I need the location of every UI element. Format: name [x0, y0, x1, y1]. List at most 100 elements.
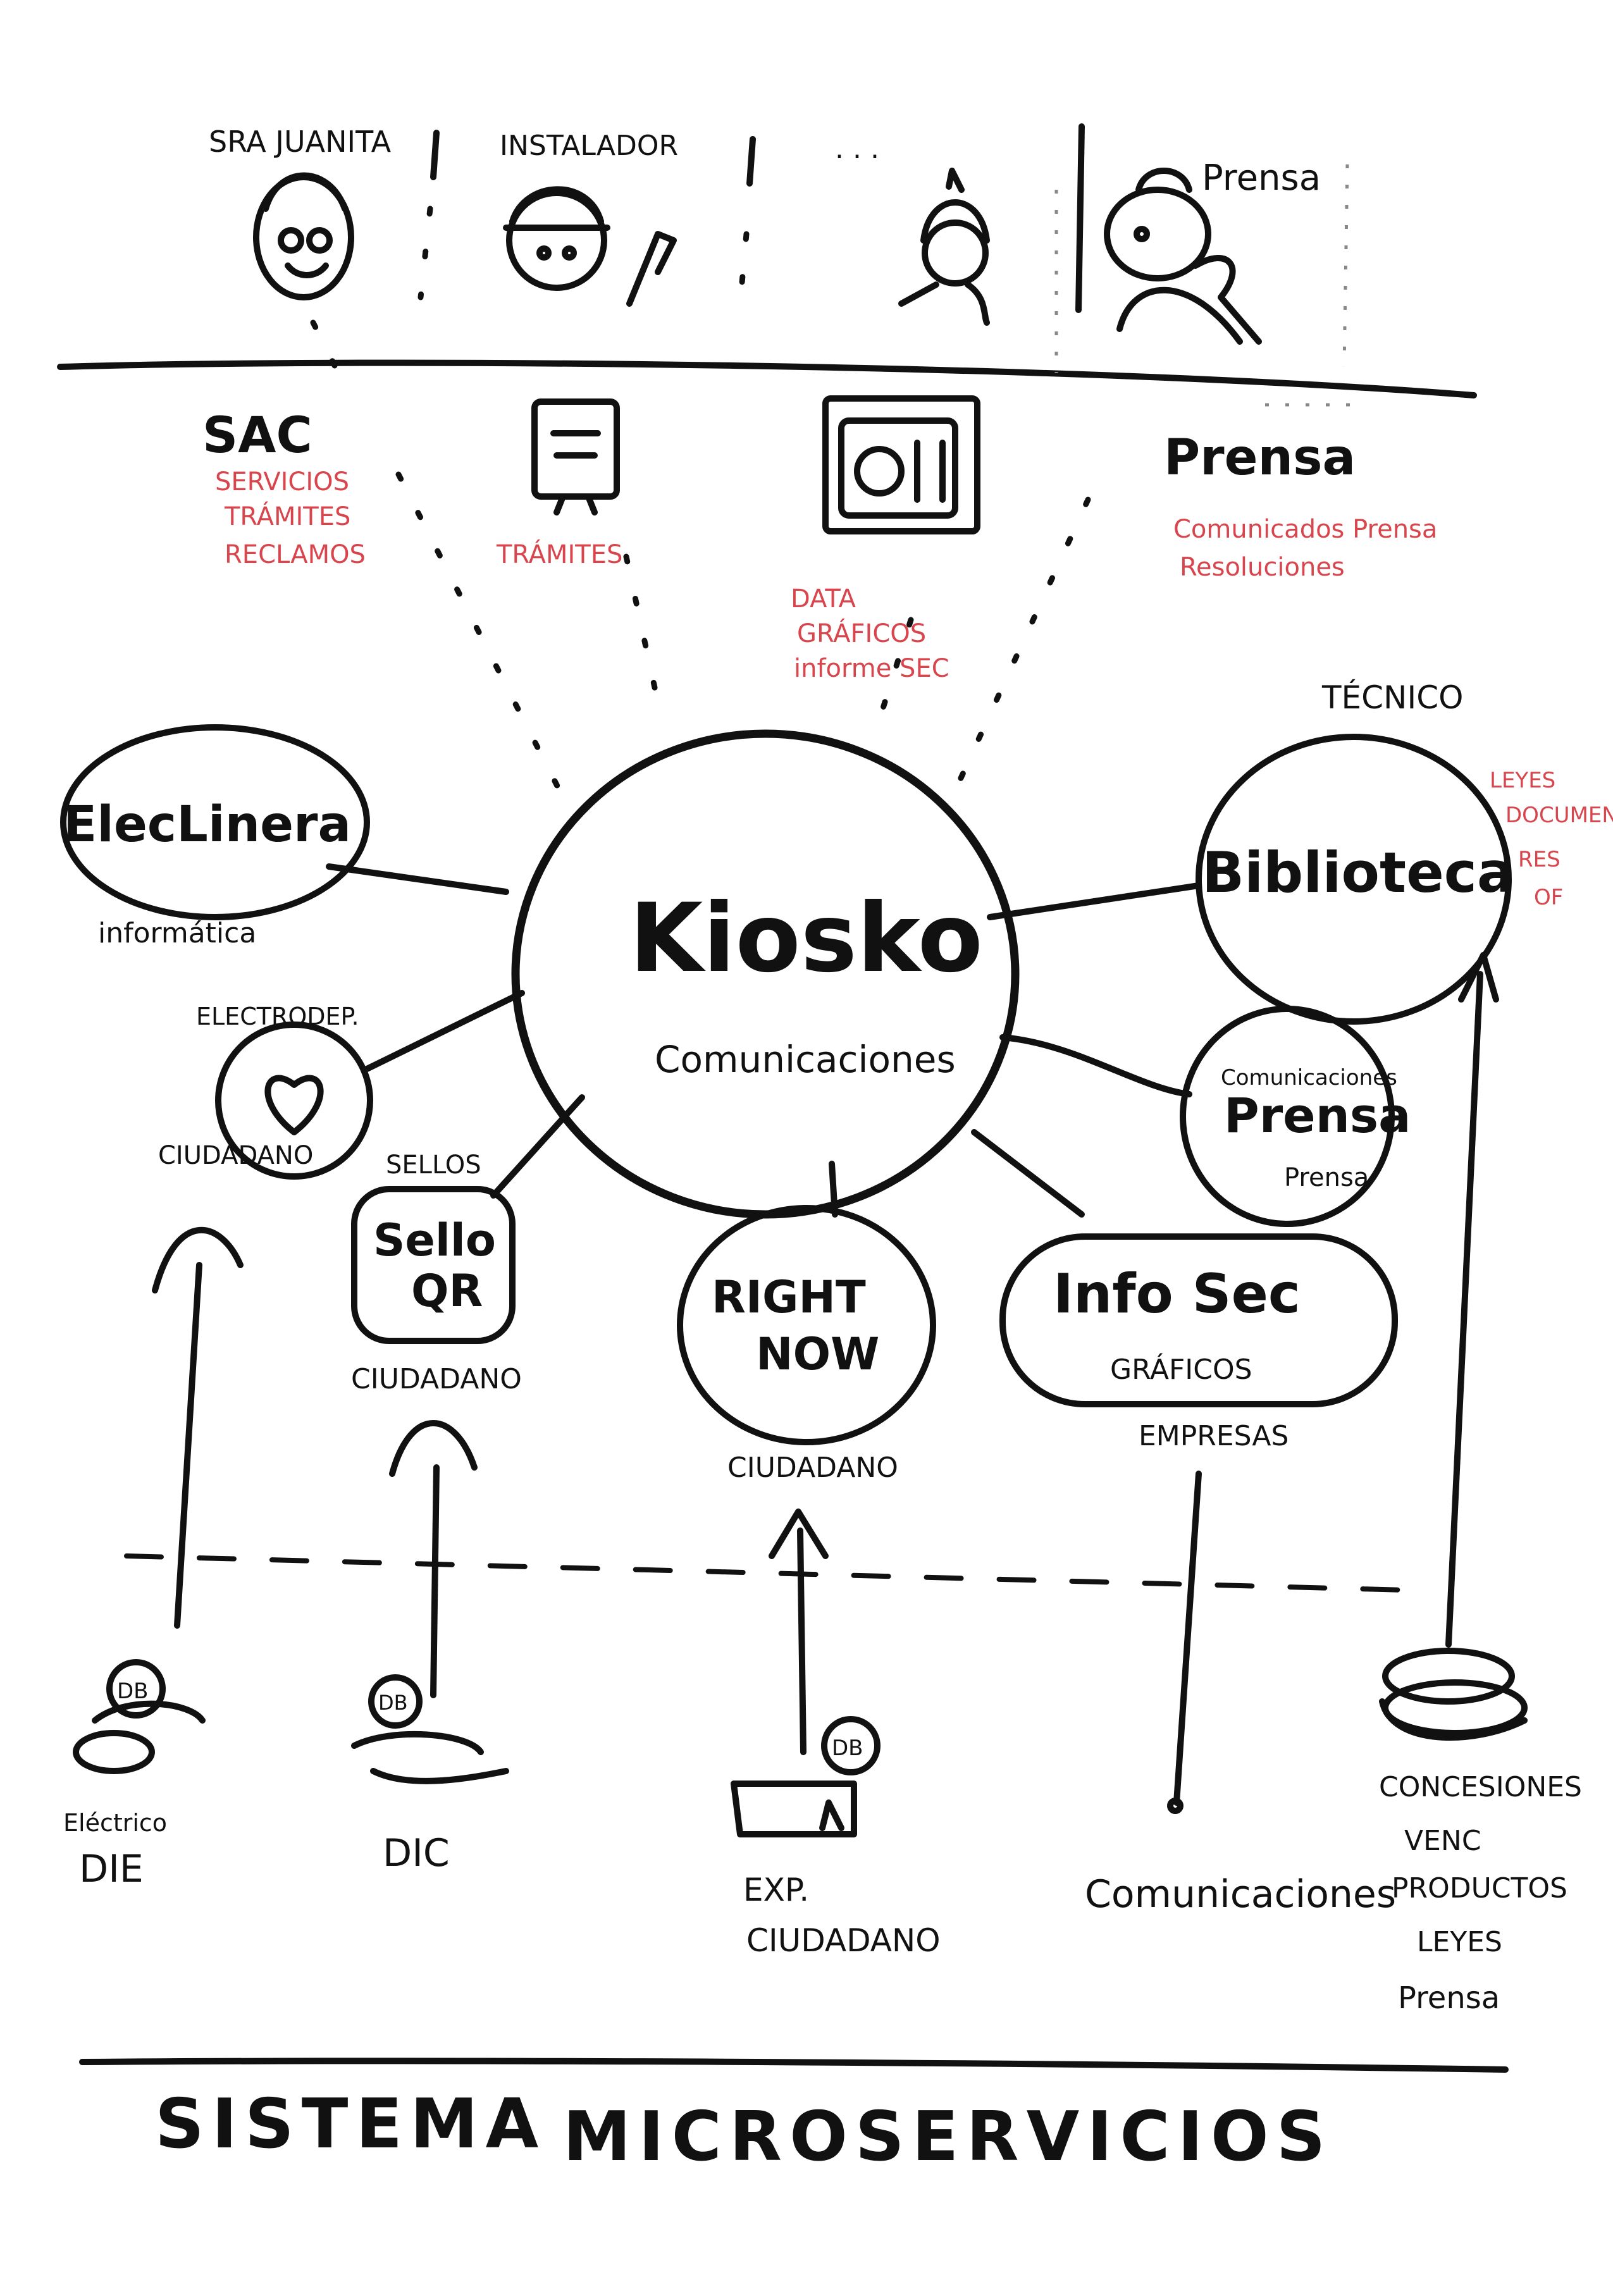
link-sac-kiosko	[395, 471, 572, 813]
service-info-sec[interactable]: Info Sec GRÁFICOS EMPRESAS	[999, 1233, 1398, 1452]
service-sello-top: SELLOS	[386, 1151, 481, 1180]
database-separator-line	[124, 1553, 1432, 1593]
service-electrolinera-label: ElecLinera	[63, 796, 351, 853]
arrow-db5-head	[1458, 952, 1499, 1003]
arrow-db5-up	[1445, 971, 1483, 1648]
service-prensa[interactable]: Comunicaciones Prensa Prensa	[1180, 1006, 1411, 1227]
database-comunicaciones[interactable]: Comunicaciones	[1085, 1798, 1396, 1916]
arrow-db1-up	[174, 1262, 202, 1629]
database-die-label-1: Eléctrico	[63, 1809, 167, 1837]
service-right-now-label-1: RIGHT	[712, 1271, 866, 1323]
service-info-sec-gr: GRÁFICOS	[1110, 1352, 1252, 1386]
channel-data-note-3: informe SEC	[794, 654, 949, 683]
actor-instalador: INSTALADOR	[500, 130, 678, 307]
arrow-db3-up	[797, 1528, 806, 1755]
link-biblioteca-kiosko	[987, 882, 1202, 920]
database-concesiones-label-3: PRODUCTOS	[1392, 1872, 1567, 1904]
database-dic-label: DIC	[383, 1831, 450, 1875]
channel-tramites-note: TRÁMITES	[496, 539, 622, 569]
actor-sra-juanita-label: SRA JUANITA	[209, 125, 392, 159]
service-electrodep-sub: CIUDADANO	[158, 1141, 313, 1170]
channel-sac: SAC SERVICIOS TRÁMITES RECLAMOS	[202, 407, 366, 569]
database-concesiones-label-4: LEYES	[1417, 1926, 1502, 1958]
service-biblioteca-top: TÉCNICO	[1321, 679, 1463, 716]
service-sello-qr[interactable]: SELLOS Sello QR CIUDADANO	[351, 1151, 522, 1395]
service-prensa-label: Prensa	[1224, 1087, 1411, 1144]
top-divider-line	[57, 359, 1477, 398]
database-exp-ciudadano[interactable]: DB EXP. CIUDADANO	[731, 1716, 941, 1959]
service-biblioteca-note-4: OF	[1534, 885, 1563, 910]
service-info-sec-label: Info Sec	[1053, 1262, 1301, 1326]
database-die-label-2: DIE	[79, 1847, 144, 1891]
service-prensa-sub: Prensa	[1284, 1163, 1369, 1192]
service-sello-label-2: QR	[411, 1265, 483, 1317]
kiosko-subtitle: Comunicaciones	[655, 1038, 956, 1081]
channel-prensa-label: Prensa	[1164, 429, 1356, 486]
link-prensa-kiosko	[952, 497, 1091, 794]
service-electrolinera-sub: informática	[98, 917, 256, 949]
actor-separator-1	[430, 130, 440, 180]
link-sello-kiosko	[490, 1094, 585, 1199]
actor-prensa-label: Prensa	[1202, 157, 1321, 199]
actor-dots-label: . . .	[835, 133, 879, 165]
link-rightnow-kiosko	[829, 1161, 838, 1218]
database-concesiones[interactable]: CONCESIONES VENC PRODUCTOS LEYES Prensa	[1379, 1648, 1582, 2016]
channel-sac-label: SAC	[202, 407, 312, 464]
actor-separator-1-dots	[417, 206, 433, 300]
service-biblioteca-label: Biblioteca	[1202, 840, 1514, 905]
channel-tramites: TRÁMITES	[496, 398, 622, 569]
service-info-sec-sub: EMPRESAS	[1139, 1420, 1289, 1452]
channel-prensa-note-2: Resoluciones	[1180, 553, 1345, 582]
arrow-db2-head	[389, 1420, 478, 1477]
database-dic[interactable]: DB DIC	[351, 1674, 509, 1875]
service-biblioteca-note-3: RES	[1518, 847, 1560, 872]
channel-prensa-note-1: Comunicados Prensa	[1173, 515, 1437, 544]
service-right-now-label-2: NOW	[756, 1328, 879, 1380]
actor-prensa: Prensa	[1104, 157, 1321, 345]
link-tramites-kiosko	[623, 553, 661, 705]
link-electrolinera-kiosko	[326, 863, 509, 895]
service-electrolinera[interactable]: ElecLinera informática	[60, 724, 370, 949]
footer-microservicios: MICROSERVICIOS	[563, 2097, 1333, 2176]
prensa-box-right	[1342, 164, 1349, 367]
service-electrodep[interactable]: ELECTRODEP. CIUDADANO	[158, 1003, 373, 1180]
database-concesiones-label-1: CONCESIONES	[1379, 1771, 1582, 1803]
arrow-db2-up	[430, 1464, 440, 1698]
database-exp-label-2: CIUDADANO	[746, 1922, 941, 1959]
service-sello-label-1: Sello	[373, 1214, 496, 1266]
arrow-db3-head	[769, 1509, 829, 1559]
actor-instalador-label: INSTALADOR	[500, 130, 678, 162]
actor-separator-2-dots	[737, 231, 750, 307]
service-sello-sub: CIUDADANO	[351, 1363, 522, 1395]
arrow-db1-head	[152, 1226, 244, 1293]
channel-data-note-1: DATA	[791, 584, 856, 614]
channel-prensa: Prensa Comunicados Prensa Resoluciones	[1164, 403, 1437, 582]
channel-sac-note-2: TRÁMITES	[224, 501, 350, 531]
actor-separator-3	[1075, 123, 1085, 313]
bottom-divider-line	[79, 2058, 1509, 2073]
channel-sac-note-3: RECLAMOS	[225, 540, 366, 569]
database-concesiones-label-2: VENC	[1404, 1825, 1481, 1857]
database-exp-tag: DB	[832, 1736, 863, 1761]
channel-data-note-2: GRÁFICOS	[797, 618, 926, 648]
database-dic-tag: DB	[378, 1691, 408, 1715]
database-die[interactable]: DB Eléctrico DIE	[63, 1659, 206, 1891]
database-die-tag: DB	[117, 1679, 149, 1704]
actor-worker: . . .	[835, 133, 990, 326]
service-right-now-sub: CIUDADANO	[727, 1452, 898, 1484]
actor-sra-juanita: SRA JUANITA	[209, 125, 392, 370]
service-biblioteca-note-2: DOCUMENT	[1505, 803, 1613, 828]
footer-sistema: SISTEMA	[155, 2085, 546, 2164]
link-prensa-node-kiosko	[999, 1034, 1192, 1097]
database-concesiones-label-5: Prensa	[1398, 1980, 1500, 2016]
channel-data: DATA GRÁFICOS informe SEC	[791, 395, 980, 683]
kiosko-node[interactable]: Kiosko Comunicaciones	[511, 729, 1020, 1219]
actor-separator-2	[746, 136, 756, 187]
kiosko-title: Kiosko	[629, 884, 983, 994]
service-right-now[interactable]: RIGHT NOW CIUDADANO	[677, 1205, 936, 1484]
service-biblioteca-note-1: LEYES	[1490, 768, 1555, 793]
service-biblioteca[interactable]: TÉCNICO Biblioteca LEYES DOCUMENT RES OF	[1196, 679, 1613, 1025]
line-db4-up	[1173, 1471, 1202, 1806]
